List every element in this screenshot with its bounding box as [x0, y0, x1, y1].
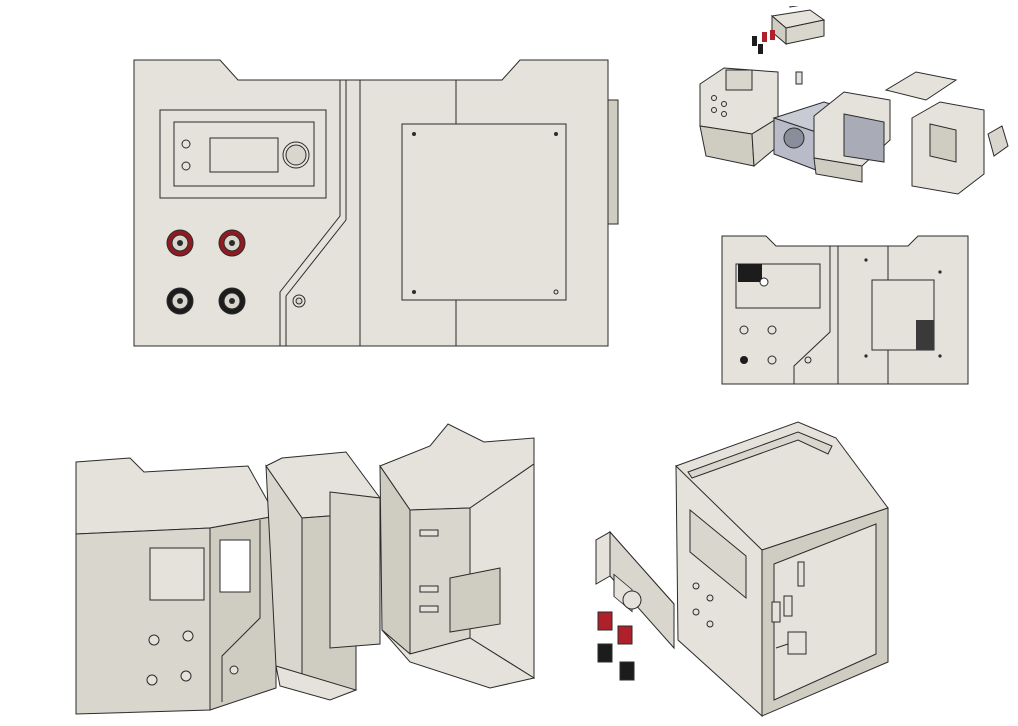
assembled-rail — [771, 601, 781, 623]
inner-hole — [739, 325, 749, 335]
inner-hole-filled — [740, 356, 748, 364]
inner-hole — [767, 355, 777, 365]
access-plate — [401, 123, 567, 301]
assembled-hole — [706, 620, 714, 628]
side-plate — [607, 99, 619, 225]
assembled-rail — [797, 561, 805, 587]
inner-screw — [938, 270, 942, 274]
toggle-switch — [292, 294, 306, 308]
keyhole — [759, 277, 769, 287]
display-screen — [209, 137, 279, 173]
split-hole — [148, 634, 160, 646]
split-front-seam — [221, 520, 261, 702]
inner-panel-drawing — [721, 235, 969, 385]
split-hole — [229, 665, 239, 675]
binding-post-red-1 — [166, 229, 194, 257]
assembled-rail — [783, 595, 793, 617]
assembled-lip — [687, 431, 833, 479]
exploded-middle-shell — [813, 91, 891, 183]
split-middle-section — [265, 451, 381, 701]
split-hole — [182, 630, 194, 642]
inner-hole — [767, 325, 777, 335]
exploded-binding-posts — [752, 30, 775, 54]
screw-hole — [412, 290, 416, 294]
display-button-1 — [181, 139, 191, 149]
inner-panel-view — [718, 232, 974, 388]
inner-screw — [938, 354, 942, 358]
exploded-top-plate — [884, 71, 958, 101]
exploded-view-drawing — [699, 6, 1009, 195]
assembled-enclosure-drawing — [595, 421, 889, 718]
split-enclosure-drawing — [75, 423, 536, 715]
screw-hole — [554, 132, 558, 136]
assembled-toggle-switch — [775, 631, 807, 655]
split-rail — [419, 529, 439, 537]
split-rail — [419, 585, 439, 593]
split-hole — [146, 674, 158, 686]
inner-rear-cutout — [916, 320, 934, 350]
exploded-rear-shell — [911, 101, 985, 195]
assembled-hole — [692, 582, 700, 590]
assembled-enclosure-view — [592, 416, 902, 718]
assembled-hole — [706, 594, 714, 602]
split-display-cutout — [219, 539, 251, 593]
split-rail — [419, 605, 439, 613]
front-view — [128, 56, 628, 352]
binding-post-black-2 — [218, 287, 246, 315]
split-hole — [180, 670, 192, 682]
inner-screw — [864, 258, 868, 262]
exploded-rear-connector — [987, 125, 1009, 157]
exploded-display-module — [770, 6, 826, 46]
front-view-drawing — [133, 59, 619, 347]
inner-hole — [804, 356, 812, 364]
exploded-view — [694, 6, 1012, 202]
binding-post-red-2 — [218, 229, 246, 257]
exploded-switch — [795, 71, 803, 85]
split-rear-section — [379, 423, 536, 689]
split-display-opening — [149, 547, 205, 601]
inner-stepped-seam — [793, 246, 831, 384]
front-stepped-seam-inner — [285, 80, 347, 346]
binding-post-black-1 — [166, 287, 194, 315]
inner-display-cutout — [738, 264, 762, 282]
assembled-hole — [692, 608, 700, 616]
assembled-binding-posts — [597, 611, 635, 681]
split-enclosure-view — [70, 418, 540, 718]
display-knob-cap — [285, 144, 307, 166]
inner-screw — [864, 354, 868, 358]
front-stepped-seam — [279, 80, 341, 346]
screw-hole — [412, 132, 416, 136]
split-front-section — [75, 457, 277, 715]
display-button-2 — [181, 161, 191, 171]
exploded-front-shell — [699, 67, 779, 168]
screw-hole — [553, 289, 559, 295]
assembled-display-opening — [689, 508, 747, 600]
assembled-display-module — [595, 530, 675, 650]
